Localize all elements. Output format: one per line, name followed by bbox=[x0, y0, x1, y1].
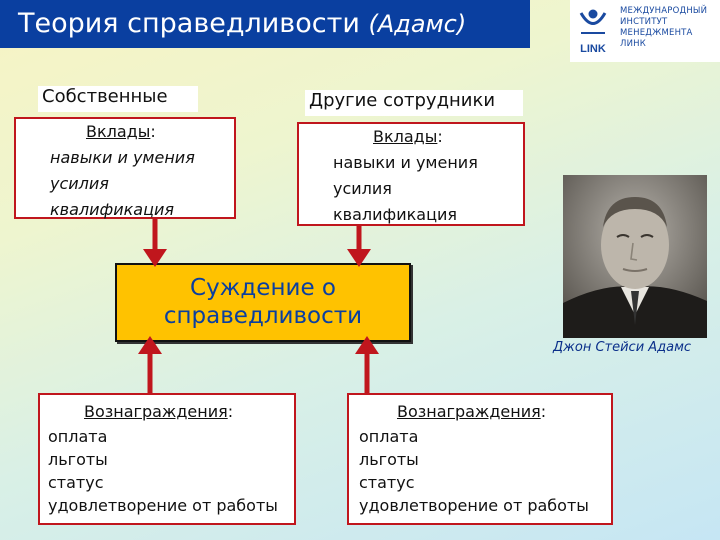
list-item: статус bbox=[48, 473, 104, 492]
title-bar: Теория справедливости (Адамс) bbox=[0, 0, 530, 48]
list-item: удовлетворение от работы bbox=[359, 496, 589, 515]
arrow-up-own bbox=[138, 336, 162, 394]
list-item: льготы bbox=[359, 450, 419, 469]
title-main: Теория справедливости bbox=[18, 8, 360, 39]
list-item: усилия bbox=[50, 174, 109, 193]
institute-logo: LINK Международный институт менеджмента … bbox=[570, 0, 720, 62]
own-inputs-box: Вклады: навыки и умения усилия квалифика… bbox=[14, 117, 236, 219]
list-item: навыки и умения bbox=[333, 153, 478, 172]
list-item: удовлетворение от работы bbox=[48, 496, 278, 515]
photo-caption: Джон Стейси Адамс bbox=[553, 340, 692, 355]
link-logo-icon: LINK bbox=[579, 9, 607, 55]
list-item: оплата bbox=[359, 427, 419, 446]
others-label: Другие сотрудники bbox=[305, 90, 523, 116]
logo-line: менеджмента bbox=[620, 28, 693, 38]
judgement-line1: Суждение о bbox=[190, 275, 336, 301]
list-item: усилия bbox=[333, 179, 392, 198]
judgement-line2: справедливости bbox=[163, 303, 363, 329]
judgement-box: Суждение о справедливости bbox=[115, 263, 411, 342]
list-item: льготы bbox=[48, 450, 108, 469]
arrow-down-others bbox=[347, 224, 371, 267]
own-inputs-heading: Вклады: bbox=[86, 122, 156, 141]
own-label-text: Собственные bbox=[42, 86, 168, 107]
others-inputs-heading: Вклады: bbox=[373, 127, 443, 146]
logo-mark-text: LINK bbox=[580, 43, 606, 55]
title-sub: (Адамс) bbox=[368, 10, 467, 38]
arrow-down-own bbox=[143, 217, 167, 267]
logo-line: институт bbox=[620, 17, 668, 27]
logo-line: Международный bbox=[620, 6, 708, 16]
logo-line: ЛИНК bbox=[620, 39, 646, 49]
list-item: навыки и умения bbox=[50, 148, 195, 167]
others-rewards-box: Вознаграждения: оплата льготы статус удо… bbox=[347, 393, 613, 525]
own-label: Собственные bbox=[38, 86, 198, 112]
list-item: квалификация bbox=[333, 205, 457, 224]
arrow-up-others bbox=[355, 336, 379, 394]
own-rewards-box: Вознаграждения: оплата льготы статус удо… bbox=[38, 393, 296, 525]
logo-text: Международный институт менеджмента ЛИНК bbox=[620, 6, 716, 50]
portrait-photo bbox=[563, 175, 707, 338]
list-item: статус bbox=[359, 473, 415, 492]
list-item: квалификация bbox=[50, 200, 174, 219]
others-inputs-box: Вклады: навыки и умения усилия квалифика… bbox=[297, 122, 525, 226]
others-rewards-heading: Вознаграждения: bbox=[397, 402, 547, 421]
own-rewards-heading: Вознаграждения: bbox=[84, 402, 234, 421]
others-label-text: Другие сотрудники bbox=[309, 90, 496, 111]
portrait-image bbox=[563, 175, 707, 338]
list-item: оплата bbox=[48, 427, 108, 446]
page-title: Теория справедливости (Адамс) bbox=[18, 8, 466, 39]
